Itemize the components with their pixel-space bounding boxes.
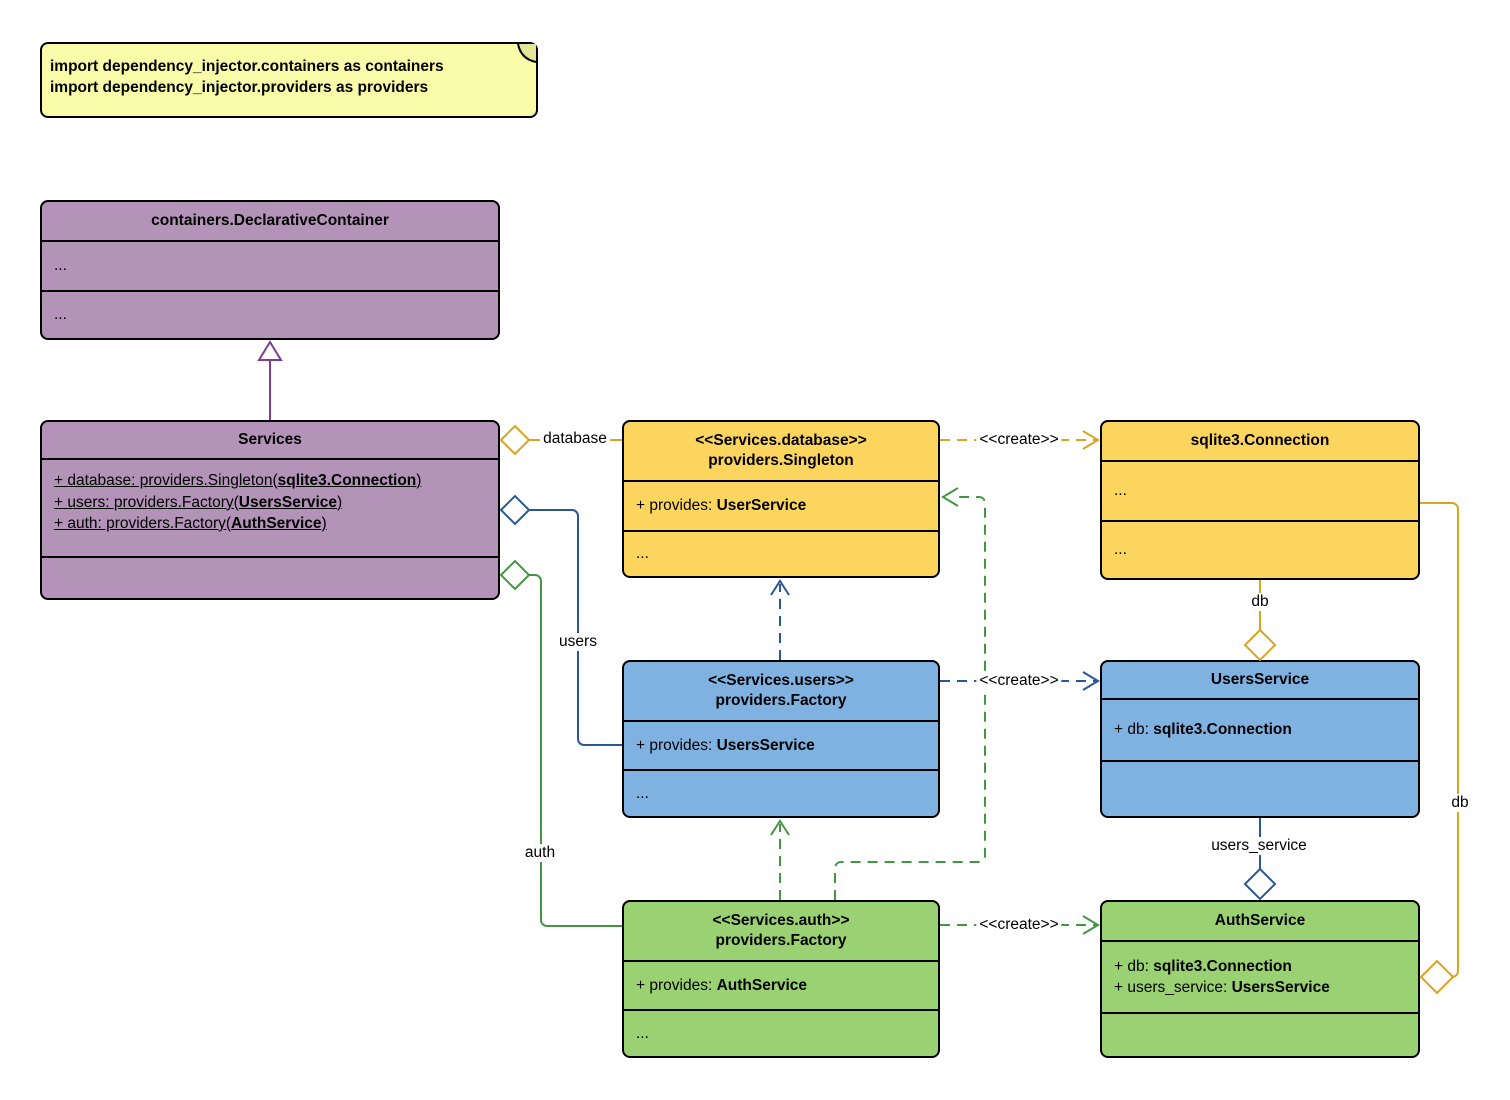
edge-label-auth: auth: [521, 844, 559, 862]
attribute-auth: + auth: providers.Factory(AuthService): [54, 515, 327, 532]
class-auth-service: AuthService + db: sqlite3.Connection + u…: [1100, 900, 1420, 1058]
edge-generalization: [257, 340, 283, 420]
edge-label-database: database: [540, 430, 610, 448]
class-declarative-container: containers.DeclarativeContainer ... ...: [40, 200, 500, 340]
class-users-service: UsersService + db: sqlite3.Connection: [1100, 660, 1420, 818]
class-methods-compartment: ...: [624, 1009, 938, 1056]
class-title: <<Services.auth>> providers.Factory: [624, 902, 938, 960]
note-line-2: import dependency_injector.providers as …: [50, 79, 429, 96]
class-title: <<Services.users>> providers.Factory: [624, 662, 938, 720]
stereotype: <<Services.database>>: [695, 432, 867, 449]
class-title: UsersService: [1210, 671, 1310, 688]
edge-aggregation-users-service: [1243, 818, 1277, 901]
class-attributes-compartment: + provides: UserService: [624, 480, 938, 530]
edge-label-db-users: db: [1248, 593, 1272, 611]
attribute-db: + db: sqlite3.Connection: [1114, 957, 1292, 975]
class-title: containers.DeclarativeContainer: [151, 212, 389, 229]
class-sqlite-connection: sqlite3.Connection ... ...: [1100, 420, 1420, 580]
class-title-text: providers.Singleton: [708, 452, 854, 469]
class-attributes-compartment: ...: [42, 240, 498, 290]
ellipsis-row: ...: [636, 784, 649, 802]
class-title: sqlite3.Connection: [1190, 432, 1330, 449]
class-title: <<Services.database>> providers.Singleto…: [624, 422, 938, 480]
ellipsis-row: ...: [54, 306, 67, 324]
class-methods-compartment: [1102, 1012, 1418, 1056]
note-fold-icon: [517, 43, 537, 63]
attribute-db: + db: sqlite3.Connection: [1114, 721, 1292, 739]
edge-label-create-users: <<create>>: [976, 672, 1062, 690]
attribute-provides: + provides: UserService: [636, 497, 807, 515]
attribute-users: + users: providers.Factory(UsersService): [54, 493, 343, 511]
stereotype: <<Services.users>>: [708, 672, 854, 689]
class-services: Services + database: providers.Singleton…: [40, 420, 500, 600]
stereotype: <<Services.auth>>: [712, 912, 850, 929]
import-note: import dependency_injector.containers as…: [40, 42, 538, 118]
edge-label-users: users: [556, 633, 600, 651]
class-methods-compartment: [42, 556, 498, 598]
class-title-text: providers.Factory: [715, 932, 847, 949]
class-methods-compartment: ...: [1102, 520, 1418, 578]
ellipsis-row: ...: [1114, 541, 1127, 559]
edge-dependency-auth-to-users: [770, 819, 790, 900]
class-attributes-compartment: + db: sqlite3.Connection + users_service…: [1102, 940, 1418, 1012]
edge-aggregation-db-users: [1243, 580, 1277, 662]
class-attributes-compartment: + provides: AuthService: [624, 960, 938, 1009]
attribute-database: + database: providers.Singleton(sqlite3.…: [54, 472, 422, 489]
edge-label-db-auth: db: [1448, 794, 1472, 812]
class-singleton-database: <<Services.database>> providers.Singleto…: [622, 420, 940, 578]
edge-aggregation-users: [499, 494, 622, 746]
attribute-provides: + provides: UsersService: [636, 736, 815, 754]
note-line-1: import dependency_injector.containers as…: [50, 58, 444, 75]
ellipsis-row: ...: [636, 1024, 649, 1042]
attribute-provides: + provides: AuthService: [636, 976, 808, 994]
edge-label-create-database: <<create>>: [976, 431, 1062, 449]
attribute-users-service: + users_service: UsersService: [1114, 979, 1330, 996]
class-methods-compartment: [1102, 760, 1418, 816]
class-attributes-compartment: + db: sqlite3.Connection: [1102, 698, 1418, 760]
edge-label-create-auth: <<create>>: [976, 916, 1062, 934]
ellipsis-row: ...: [636, 545, 649, 563]
edge-dependency-users-to-singleton: [770, 579, 790, 660]
class-attributes-compartment: + database: providers.Singleton(sqlite3.…: [42, 458, 498, 556]
ellipsis-row: ...: [54, 257, 67, 275]
class-factory-auth: <<Services.auth>> providers.Factory + pr…: [622, 900, 940, 1058]
edge-aggregation-db-auth: [1419, 502, 1459, 995]
edge-aggregation-auth: [499, 559, 622, 927]
class-attributes-compartment: + provides: UsersService: [624, 720, 938, 769]
ellipsis-row: ...: [1114, 482, 1127, 500]
class-title: AuthService: [1214, 912, 1306, 929]
class-title-text: providers.Factory: [715, 692, 847, 709]
class-methods-compartment: ...: [624, 769, 938, 816]
class-attributes-compartment: ...: [1102, 460, 1418, 520]
class-title: Services: [238, 431, 302, 448]
edge-label-users-service: users_service: [1208, 837, 1310, 855]
class-methods-compartment: ...: [624, 530, 938, 576]
class-factory-users: <<Services.users>> providers.Factory + p…: [622, 660, 940, 818]
class-methods-compartment: ...: [42, 290, 498, 338]
